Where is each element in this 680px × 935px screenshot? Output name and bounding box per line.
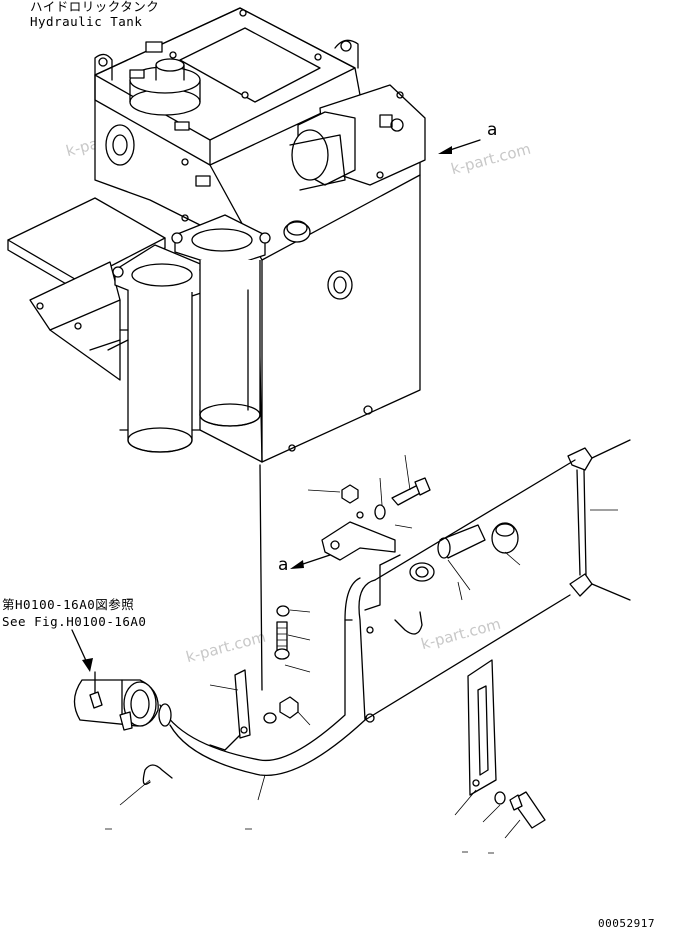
- leader-lines: [105, 139, 618, 854]
- title-en: Hydraulic Tank: [30, 14, 143, 29]
- pipes: [158, 439, 631, 796]
- strainer-clamp: [71, 629, 173, 785]
- title-jp: ハイドロリックタンク: [30, 0, 160, 14]
- small-parts: [263, 447, 593, 829]
- reference-en: See Fig.H0100-16A0: [2, 614, 147, 629]
- reference-jp: 第H0100-16A0図参照: [2, 597, 135, 612]
- filter-assembly: [7, 197, 271, 453]
- view-marker-a-mid: a: [278, 555, 289, 575]
- view-marker-a-top: a: [487, 120, 498, 140]
- drawing-number: 00052917: [598, 917, 655, 930]
